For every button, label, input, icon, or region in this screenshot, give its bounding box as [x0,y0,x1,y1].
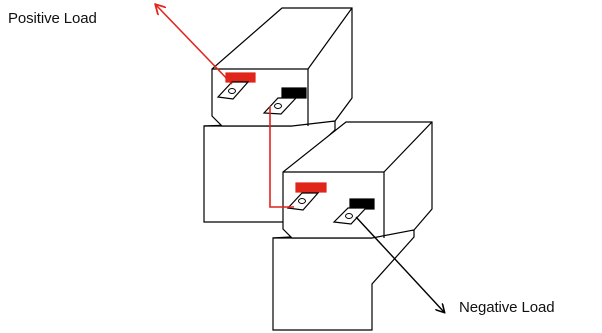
battery-2-positive-terminal-base [295,182,327,193]
negative-load-wire [355,216,444,312]
negative-load-label: Negative Load [459,299,555,316]
battery-1-positive-terminal-base [225,72,256,83]
positive-load-wire [156,5,233,85]
series-link-wire [269,106,294,208]
battery-1-right-edge [307,7,353,70]
battery-1-top-block [211,7,353,127]
battery-2 [272,121,433,331]
battery-2-top-block [282,121,433,239]
battery-1-negative-terminal-base [281,87,307,99]
battery-1 [203,7,353,223]
positive-load-label: Positive Load [8,10,97,27]
battery-2-right-edge [383,121,433,173]
battery-2-base [272,229,415,331]
